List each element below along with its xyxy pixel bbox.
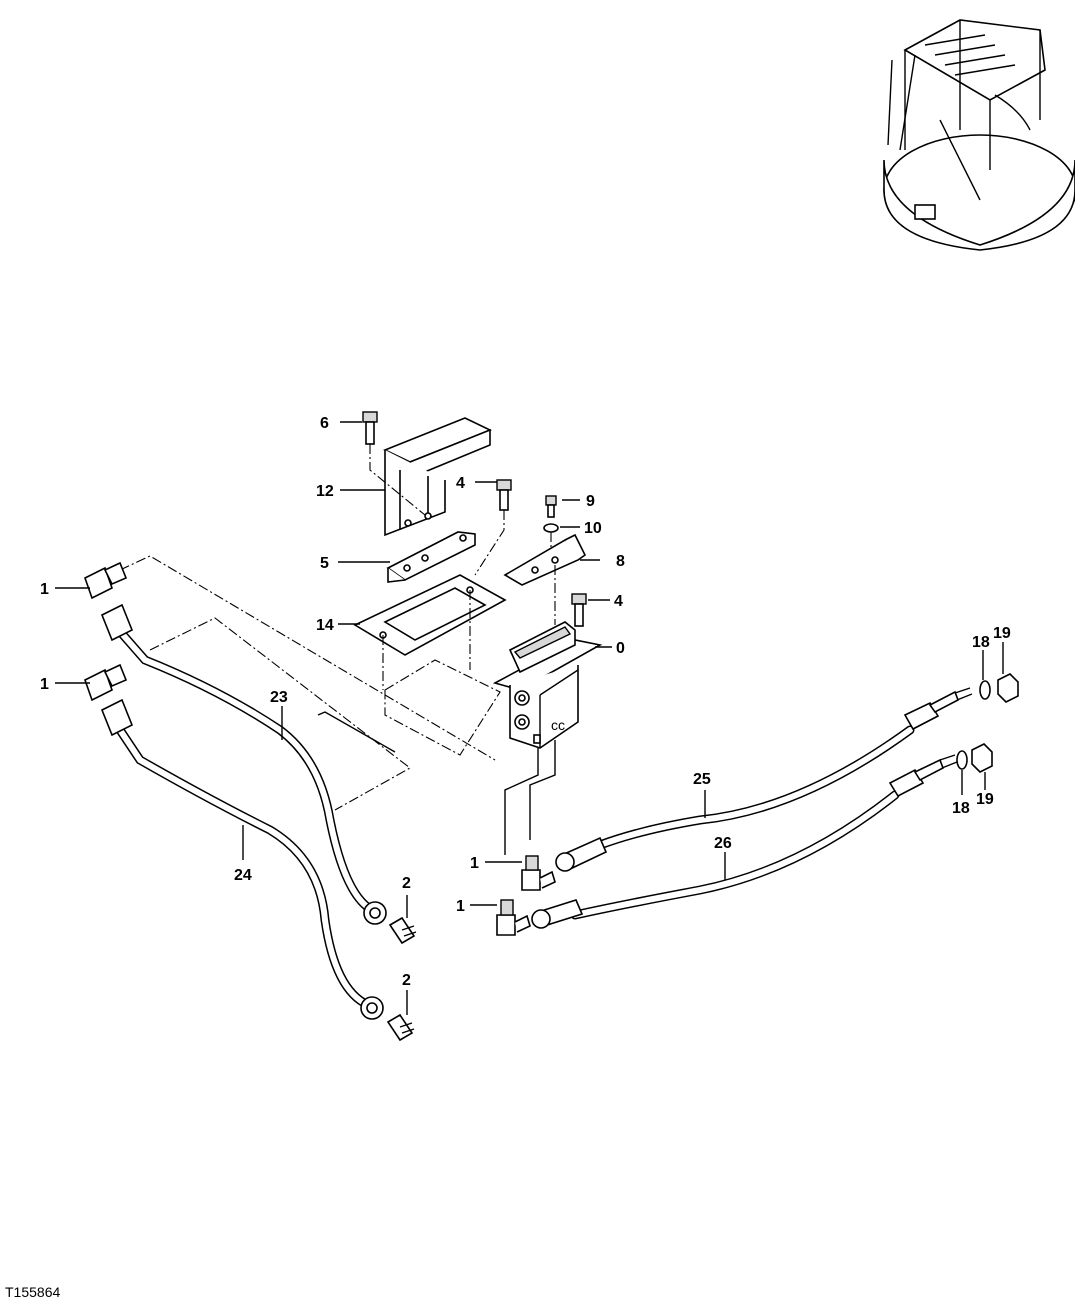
control-valve-0: cc	[492, 621, 603, 855]
plate-5	[386, 531, 476, 583]
callout-2-upper: 2	[402, 875, 411, 892]
elbow-fittings-valve	[496, 855, 556, 936]
callout-4-upper: 4	[456, 475, 465, 492]
callout-25: 25	[693, 771, 711, 788]
hose-25	[555, 687, 973, 872]
callout-5: 5	[320, 555, 329, 572]
valve-base-outline	[119, 555, 501, 811]
callout-24: 24	[234, 867, 252, 884]
callout-leader-lines	[55, 421, 1004, 1015]
callout-8: 8	[616, 553, 625, 570]
bolt-4-lower	[571, 593, 587, 627]
callout-19-lower: 19	[976, 791, 994, 808]
adapters-2	[386, 916, 417, 1042]
callout-9: 9	[586, 493, 595, 510]
hose-24	[100, 698, 384, 1020]
callout-labels: 6 12 4 9 10 5 8 4 14 0 1 1 23 24 25 26 1…	[40, 415, 1011, 989]
gasket-14	[353, 574, 507, 690]
callout-0: 0	[616, 640, 625, 657]
callout-1-valve-upper: 1	[470, 855, 479, 872]
callout-6: 6	[320, 415, 329, 432]
callout-18-upper: 18	[972, 634, 990, 651]
hose-23	[100, 603, 387, 925]
machine-locator-illustration	[883, 19, 1075, 251]
callout-4-lower: 4	[614, 593, 623, 610]
callout-10: 10	[584, 520, 602, 537]
callout-1-mid-left: 1	[40, 676, 49, 693]
callout-18-lower: 18	[952, 800, 970, 817]
callout-14: 14	[316, 617, 334, 634]
bracket-8	[503, 495, 587, 625]
callout-2-lower: 2	[402, 972, 411, 989]
callout-19-upper: 19	[993, 625, 1011, 642]
washers-and-nuts	[956, 673, 1019, 773]
callout-26: 26	[714, 835, 732, 852]
bolt-4-upper	[474, 479, 512, 576]
callout-12: 12	[316, 483, 334, 500]
callout-1-valve-lower: 1	[456, 898, 465, 915]
callout-1-top-left: 1	[40, 581, 49, 598]
elbow-fittings-left	[84, 561, 128, 702]
hose-26	[531, 754, 958, 929]
svg-text:cc: cc	[551, 717, 565, 733]
bracket-assembly	[362, 411, 492, 537]
figure-id: T155864	[5, 1284, 60, 1300]
callout-23: 23	[270, 689, 288, 706]
